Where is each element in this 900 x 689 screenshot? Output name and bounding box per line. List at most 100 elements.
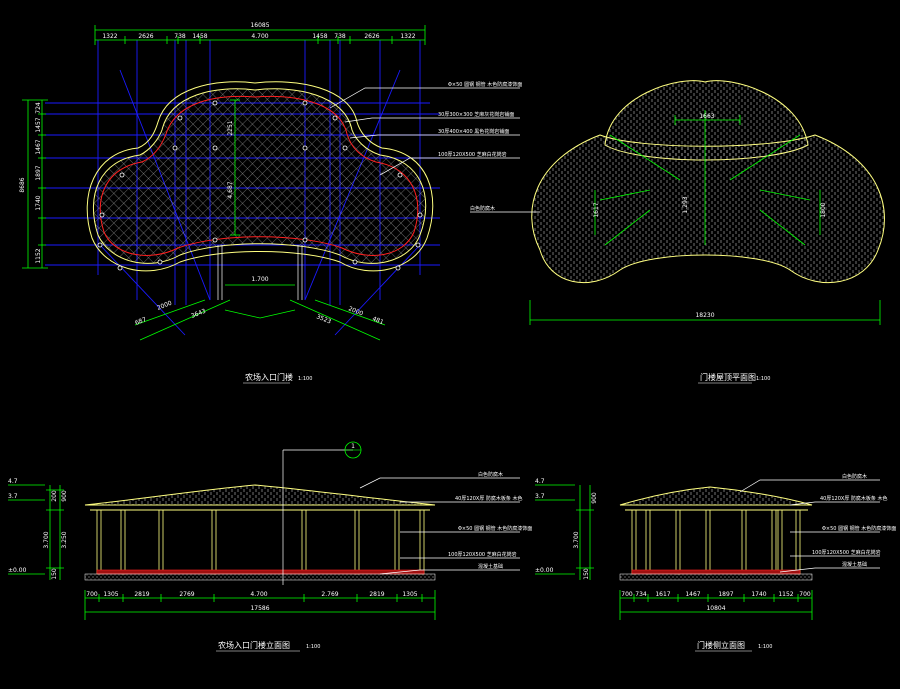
front-overall-width: 17586	[250, 605, 269, 612]
side-notes: 白色防腐木 40厚120X厚 防腐木板条 木色 Φ×50 圆钢 钢管 木色防腐漆…	[812, 473, 896, 568]
side-bottom-dimensions	[619, 590, 813, 620]
plan-notes: Φ×50 圆钢 钢管 木色防腐漆饰面 30厚300×300 芝麻灰花岗岩铺面 3…	[438, 81, 522, 158]
plan-left-dim-labels: 724 1457 1467 1897 1740 1152	[35, 102, 42, 264]
side-note-3: Φ×50 圆钢 钢管 木色防腐漆饰面	[822, 525, 896, 532]
plan-left-dim-6: 1152	[35, 248, 42, 263]
front-level-1: 4.7	[8, 478, 18, 485]
plan-bottom-dim-5: 687	[134, 316, 147, 327]
front-dim-6: 2.769	[321, 591, 338, 598]
side-title: 门楼侧立面图	[697, 640, 745, 650]
side-dim-8: 700	[799, 591, 811, 598]
roof-ridge-lines	[594, 110, 821, 246]
side-leaders	[739, 479, 880, 573]
plan-top-dim-9: 1322	[400, 33, 415, 40]
front-leaders	[359, 477, 520, 575]
plan-note-3: 30厚400×400 黑色花岗岩铺面	[438, 128, 509, 135]
plan-left-dim-4: 1897	[35, 165, 42, 180]
front-ground	[84, 573, 436, 581]
front-dim-1: 700	[86, 591, 98, 598]
plan-inner-dim-1: 2251	[227, 120, 234, 135]
side-columns	[631, 509, 801, 575]
front-note-3: Φ×50 圆钢 钢管 木色防腐漆饰面	[458, 525, 532, 532]
plan-top-dimensions	[94, 25, 426, 45]
plan-bottom-dimensions	[134, 284, 386, 341]
front-note-1: 白色防腐木	[478, 471, 503, 478]
side-note-2: 40厚120X厚 防腐木板条 木色	[820, 495, 888, 502]
plan-top-dim-3: 738	[174, 33, 186, 40]
side-level-marks	[535, 484, 594, 580]
front-title: 农场入口门楼立面图	[218, 640, 290, 650]
plan-overall-width: 16085	[250, 22, 269, 29]
plan-note-4: 100厚120X500 芝麻白花岗岩	[438, 151, 507, 158]
plan-left-dimensions	[22, 99, 48, 269]
side-level-1: 4.7	[535, 478, 545, 485]
plan-scale: 1:100	[298, 376, 312, 382]
front-section-number: 1	[351, 443, 355, 450]
front-height-2: 900	[61, 490, 68, 502]
plan-bottom-dim-3: 2000	[156, 300, 173, 312]
roof-overall-width: 18230	[695, 312, 714, 319]
plan-bottom-dim-labels: 3643 3523 2000 2000 687 481 1.700	[134, 276, 385, 327]
side-dim-2: 734	[635, 591, 647, 598]
side-level-3: ±0.00	[535, 567, 554, 574]
front-dim-5: 4.700	[250, 591, 267, 598]
front-level-3: ±0.00	[8, 567, 27, 574]
front-dim-4: 2769	[179, 591, 194, 598]
front-note-4: 100厚120X500 芝麻白花岗岩	[448, 551, 517, 558]
roof-dim-2: 1.293	[682, 196, 689, 213]
plan-top-dim-8: 2626	[364, 33, 379, 40]
plan-inner-dim-2: 4.687	[227, 181, 234, 198]
front-columns	[96, 509, 425, 575]
front-note-2: 40厚120X厚 防腐木板条 木色	[455, 495, 523, 502]
plan-top-dim-4: 1458	[192, 33, 207, 40]
front-bottom-dim-labels: 700 1305 2819 2769 4.700 2.769 2819 1305	[86, 591, 418, 598]
plan-top-dim-1: 1322	[102, 33, 117, 40]
roof-bottom-dimension	[529, 300, 881, 325]
side-note-1: 白色防腐木	[842, 473, 867, 480]
roof-note: 白色防腐木	[470, 205, 495, 212]
roof-plan-view: 1663 1.293 1617 1800 白色防腐木 18230 门楼屋顶平面图…	[470, 80, 885, 384]
side-ground	[619, 573, 813, 581]
plan-top-dim-7: 738	[334, 33, 346, 40]
plan-top-dim-6: 1458	[312, 33, 327, 40]
side-overall-width: 10804	[706, 605, 725, 612]
plan-leaders	[329, 87, 520, 176]
front-height-4: 3.700	[43, 531, 50, 548]
side-level-2: 3.7	[535, 493, 545, 500]
plan-bottom-dim-1: 3643	[190, 308, 207, 320]
roof-main-shape	[531, 134, 885, 284]
plan-left-dim-5: 1740	[35, 195, 42, 210]
front-height-3: 3.250	[61, 531, 68, 548]
side-bottom-dim-labels: 700 734 1617 1467 1897 1740 1152 700	[621, 591, 811, 598]
plan-bottom-dim-6: 481	[371, 315, 384, 326]
side-dim-5: 1897	[718, 591, 733, 598]
plan-top-dim-5: 4.700	[251, 33, 268, 40]
front-base-red	[96, 569, 425, 575]
side-height-1: 900	[591, 492, 598, 504]
front-scale: 1:100	[306, 644, 320, 650]
front-elevation-view: 1 4.7 3.7 ±0.00 200 900 3.250 3.700 150	[8, 441, 532, 652]
plan-bottom-dim-2: 3523	[315, 313, 332, 325]
roof-plan-title: 门楼屋顶平面图	[700, 372, 756, 382]
plan-title: 农场入口门楼	[245, 372, 293, 382]
roof-dim-4: 1800	[820, 202, 827, 217]
plan-view: 16085 1322 2626 738 1458 4.700 1458 738 …	[19, 22, 522, 384]
front-notes: 白色防腐木 40厚120X厚 防腐木板条 木色 Φ×50 圆钢 钢管 木色防腐漆…	[448, 471, 532, 570]
side-height-2: 3.700	[573, 531, 580, 548]
roof-plan-scale: 1:100	[756, 376, 770, 382]
front-height-5: 150	[51, 568, 58, 580]
plan-columns	[97, 100, 423, 271]
front-section-marker	[282, 441, 362, 585]
side-note-4: 100厚120X500 芝麻白花岗岩	[812, 549, 881, 556]
front-dim-8: 1305	[402, 591, 417, 598]
side-elevation-view: 4.7 3.7 ±0.00 900 3.700 150 700 734 1617…	[535, 473, 896, 652]
plan-outer-edge	[86, 81, 434, 272]
roof-dim-1: 1663	[699, 113, 714, 120]
side-dim-4: 1467	[685, 591, 700, 598]
front-note-5: 混凝土基础	[478, 563, 503, 570]
plan-bottom-dim-7: 1.700	[251, 276, 268, 283]
side-height-3: 150	[583, 568, 590, 580]
plan-left-dim-1: 724	[35, 102, 42, 114]
front-level-marks	[8, 484, 64, 580]
